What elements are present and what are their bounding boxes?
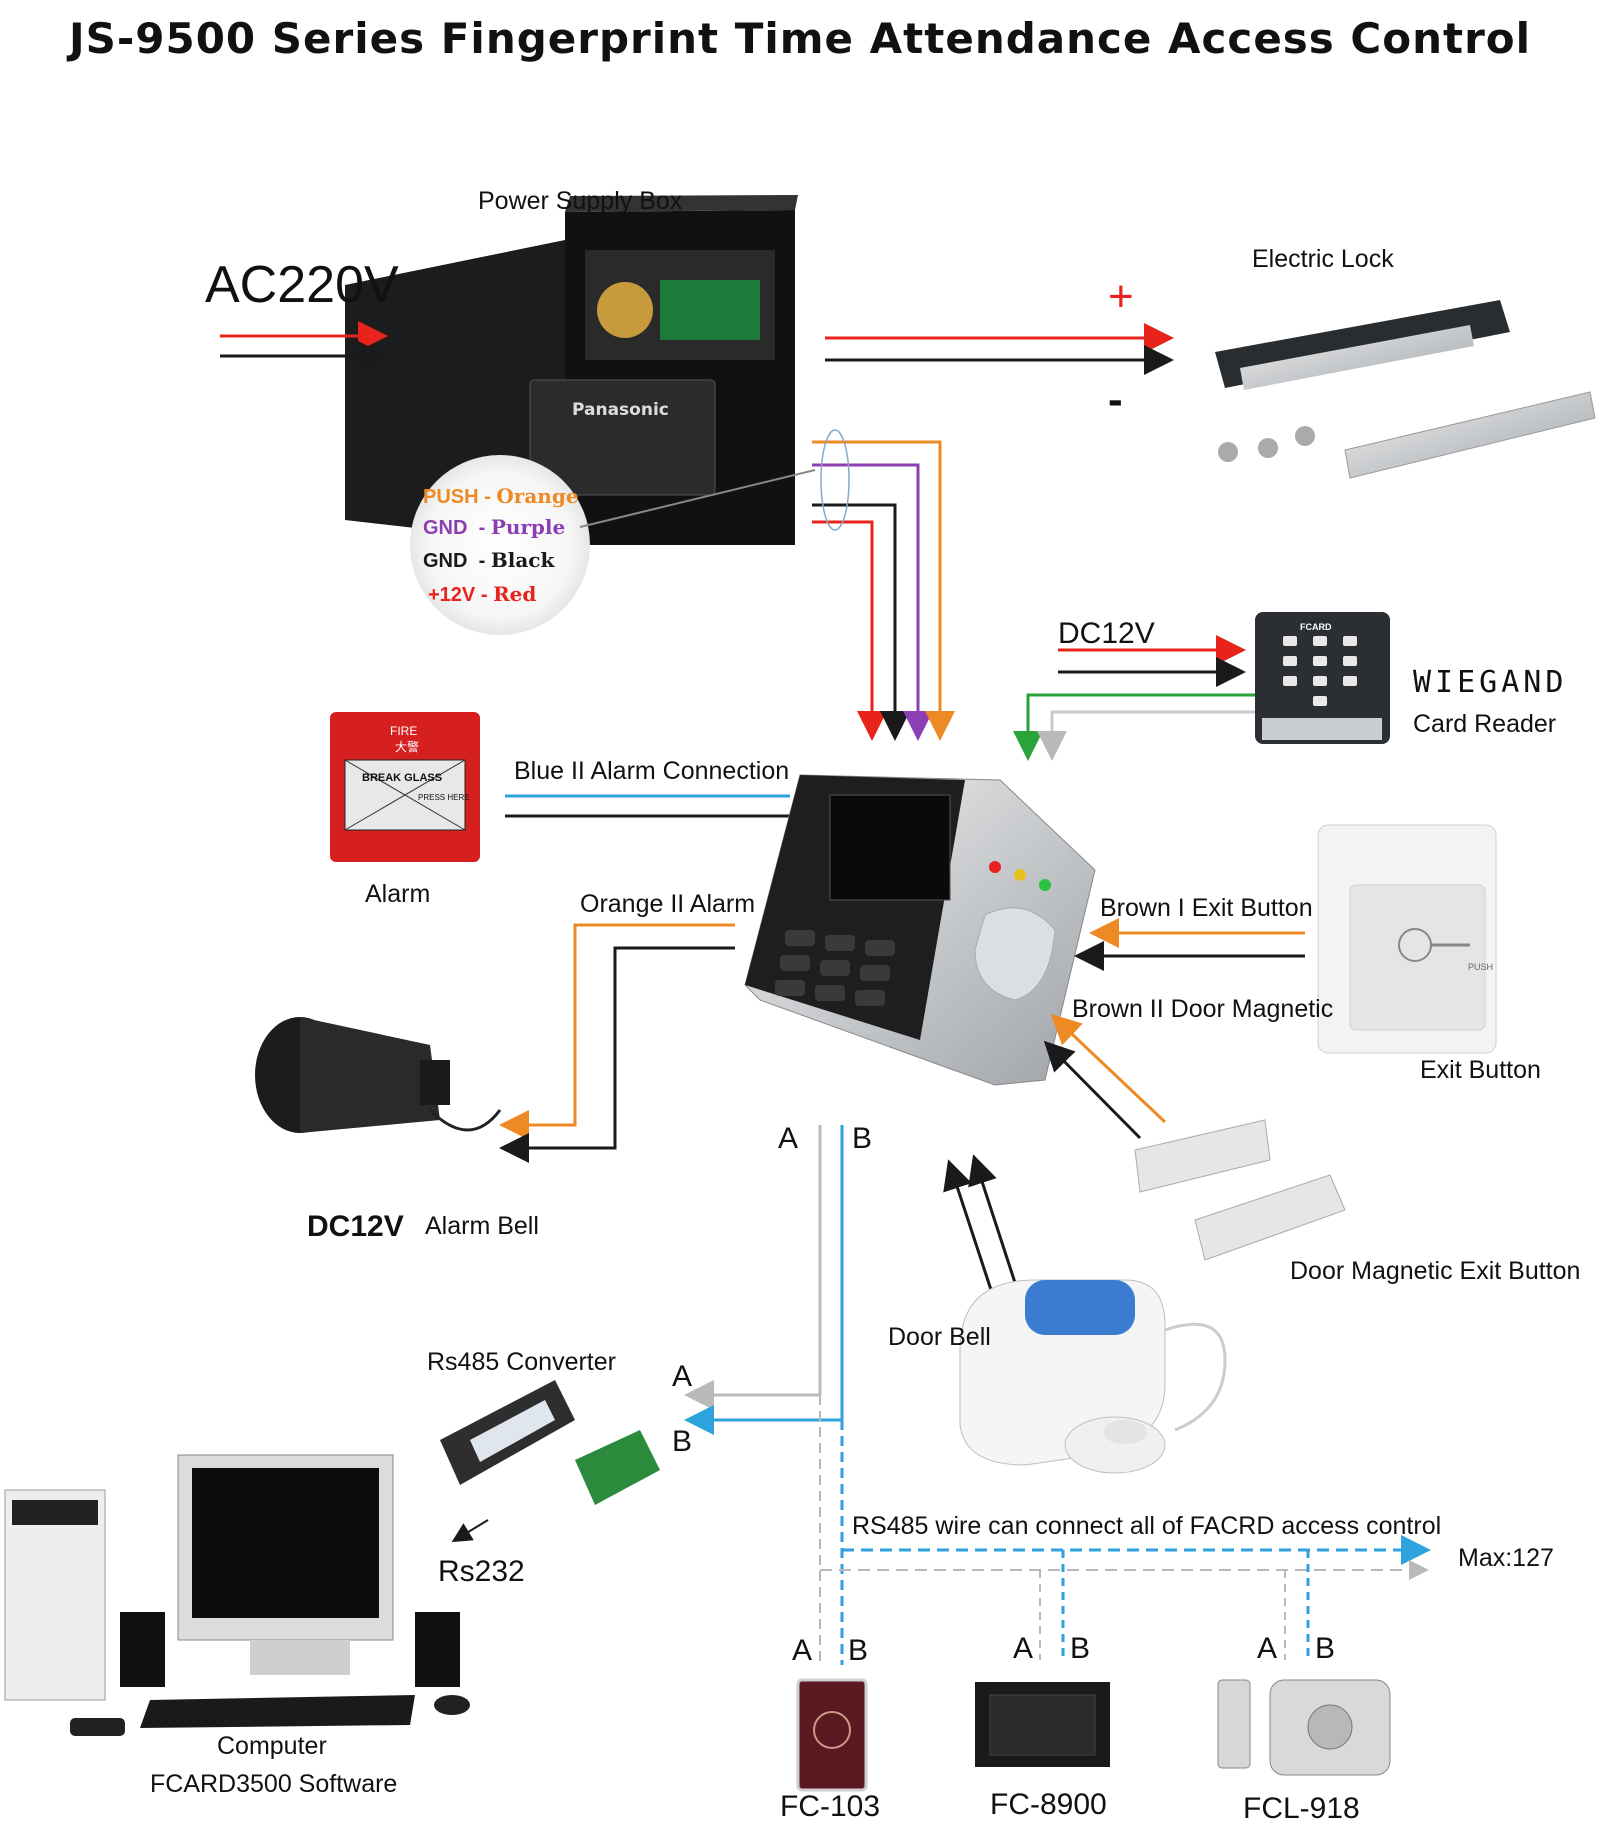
fire-alarm-text-cn: 大警	[395, 740, 420, 754]
exit-button-image	[1317, 824, 1497, 1054]
fcl-918-a: A	[1257, 1632, 1278, 1665]
reader-data-green	[1013, 693, 1255, 761]
fc-103-b: B	[848, 1634, 869, 1667]
alarm-bell-label: Alarm Bell	[425, 1212, 539, 1240]
card-reader-image	[1255, 612, 1390, 744]
fc-8900-a: A	[1013, 1632, 1034, 1665]
computer-image	[4, 1454, 470, 1736]
converter-a-label: A	[672, 1360, 693, 1393]
door-bell-image	[959, 1279, 1227, 1474]
wire-purple-to-controller	[812, 463, 933, 741]
wire-orange-to-controller	[812, 440, 955, 741]
rs485-max: Max:127	[1458, 1544, 1554, 1572]
lock-plus-sign: +	[1108, 272, 1134, 321]
fc-8900-b: B	[1070, 1632, 1091, 1665]
door-bell-label: Door Bell	[888, 1323, 991, 1351]
doorbell-arrow-1	[943, 1159, 997, 1303]
reader-dc-label: DC12V	[1058, 617, 1155, 650]
fire-alarm-image	[330, 712, 480, 862]
bell-voltage-label: DC12V	[307, 1210, 404, 1243]
lock-minus-sign: -	[1108, 375, 1123, 424]
fc-103-label: FC-103	[780, 1790, 881, 1823]
page-title: JS-9500 Series Fingerprint Time Attendan…	[68, 14, 1532, 63]
access-controller-image	[744, 774, 1096, 1086]
software-label: FCARD3500 Software	[150, 1770, 398, 1798]
computer-label: Computer	[217, 1732, 327, 1760]
doorbell-arrow-2	[968, 1154, 1022, 1299]
rs232-arrow	[451, 1519, 489, 1543]
legend-gnd-black: GND - Black	[423, 548, 555, 572]
alarm-connection-label: Blue II Alarm Connection	[514, 757, 790, 785]
legend-gnd-purple: GND - Purple	[423, 515, 566, 539]
alarm-bell-image	[255, 1017, 502, 1133]
rs485-a-top: A	[778, 1122, 799, 1155]
device-fcl-918-image	[1217, 1679, 1391, 1776]
card-reader-label: Card Reader	[1413, 710, 1557, 738]
reader-brand: FCARD	[1300, 622, 1332, 632]
fire-alarm-text-press: PRESS HERE	[418, 793, 470, 802]
rs485-converter-image	[440, 1380, 660, 1505]
bell-line-orange	[499, 923, 735, 1140]
exit-button-label: Exit Button	[1420, 1056, 1541, 1084]
exit-push-text: PUSH	[1468, 962, 1494, 972]
battery-brand: Panasonic	[572, 400, 669, 420]
rs485-b-top: B	[852, 1122, 873, 1155]
fc-8900-label: FC-8900	[990, 1788, 1107, 1821]
door-magnetic-label: Door Magnetic Exit Button	[1290, 1257, 1581, 1285]
electric-lock-label: Electric Lock	[1252, 245, 1394, 273]
rs485-note: RS485 wire can connect all of FACRD acce…	[852, 1512, 1442, 1540]
rs485-converter-label: Rs485 Converter	[427, 1348, 616, 1376]
legend-push: PUSH - Orange	[423, 484, 579, 508]
device-fc-103-image	[796, 1678, 868, 1792]
fcl-918-label: FCL-918	[1243, 1792, 1360, 1825]
magnetic-connection-label: Brown II Door Magnetic	[1072, 995, 1334, 1023]
wire-color-legend-disc	[410, 455, 816, 635]
ac-input-label: AC220V	[205, 256, 399, 314]
fc-103-a: A	[792, 1634, 813, 1667]
reader-data-white	[1037, 710, 1255, 761]
wire-black-to-controller	[812, 503, 910, 741]
bell-connection-label: Orange II Alarm	[580, 890, 756, 918]
magnetic-line-black	[1043, 1040, 1142, 1140]
wiegand-label: WIEGAND	[1413, 665, 1568, 700]
door-magnetic-image	[1134, 1119, 1346, 1261]
wire-red-to-controller	[812, 520, 887, 741]
electric-lock-image	[1215, 300, 1596, 479]
power-supply-label: Power Supply Box	[478, 187, 683, 215]
rs232-label: Rs232	[438, 1555, 525, 1588]
fcl-918-b: B	[1315, 1632, 1336, 1665]
magnetic-line-orange	[1050, 1013, 1167, 1124]
exit-connection-label: Brown I Exit Button	[1100, 894, 1313, 922]
device-fc-8900-image	[975, 1682, 1110, 1767]
fire-alarm-text-break: BREAK GLASS	[362, 772, 443, 784]
fire-alarm-text-fire: FIRE	[390, 724, 418, 738]
bell-line-black	[499, 946, 735, 1163]
converter-b-label: B	[672, 1425, 693, 1458]
alarm-label: Alarm	[365, 880, 431, 908]
legend-12v: +12V - Red	[428, 582, 537, 606]
